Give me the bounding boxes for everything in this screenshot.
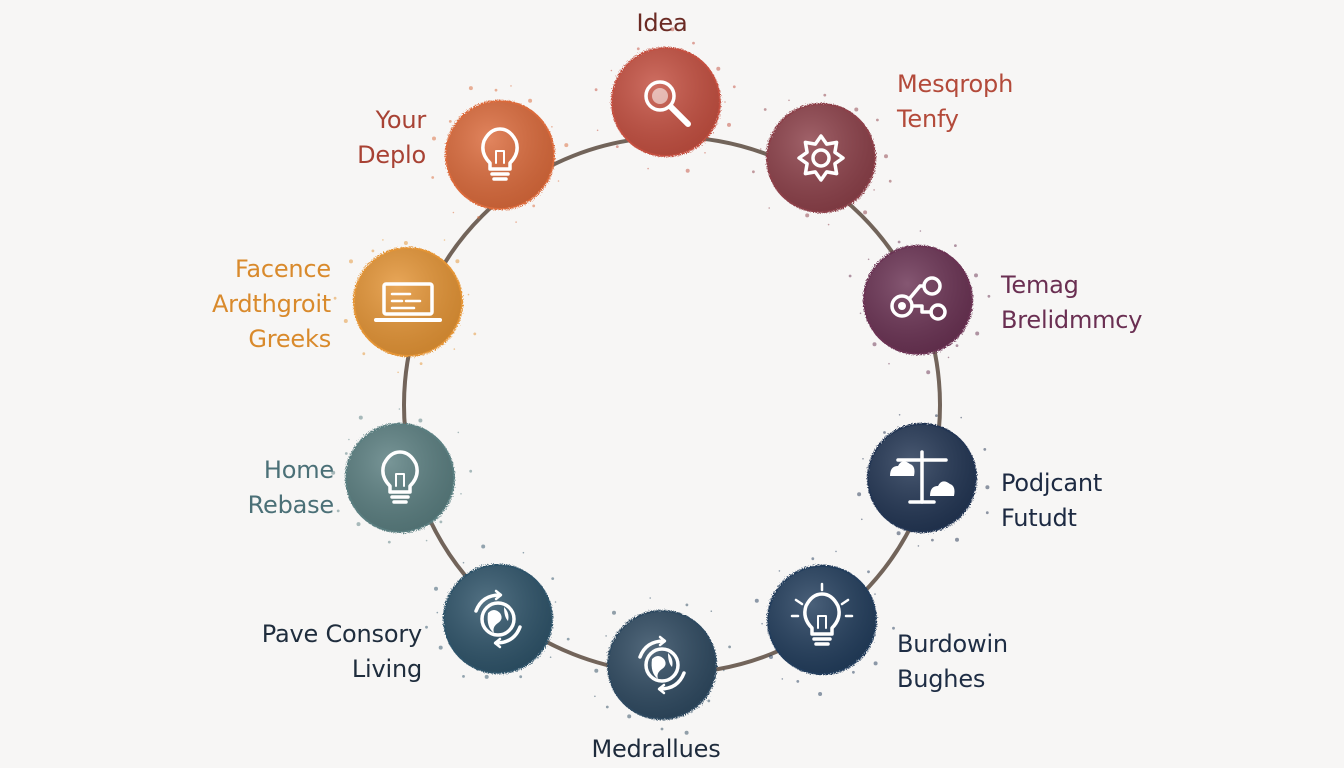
gears-network-icon: [890, 276, 947, 321]
laptop-icon: [374, 282, 442, 322]
node-home: [331, 408, 473, 544]
label-podjcant: Podjcant Futudt: [1001, 466, 1102, 536]
globe-arrows-icon: [638, 635, 686, 695]
label-pave-line-2: Living: [351, 655, 422, 683]
label-burdowin: Burdowin Bughes: [897, 627, 1008, 697]
label-facence-line-2: Ardthgroit: [211, 290, 331, 318]
node-mesaroph-splatter: [752, 93, 892, 226]
label-burdowin-line-1: Burdowin: [897, 630, 1008, 658]
node-podjcant-splatter: [857, 414, 990, 547]
label-pave: Pave Consory Living: [200, 617, 422, 687]
label-home-line-1: Home: [263, 456, 334, 484]
gear-icon: [797, 134, 845, 182]
magnifier-icon: [644, 80, 691, 127]
label-facence: Facence Ardthgroit Greeks: [150, 252, 331, 357]
lightbulb-icon: [481, 127, 519, 181]
node-your-splatter: [431, 85, 569, 223]
label-your-line-2: Deplo: [357, 141, 426, 169]
balance-scale-icon: [890, 450, 955, 504]
node-mesaroph: [752, 93, 892, 226]
label-facence-line-1: Facence: [234, 255, 331, 283]
node-your: [431, 85, 569, 223]
node-burdowin-shade: [769, 567, 875, 673]
lightbulb-icon: [381, 450, 419, 504]
node-pave-splatter: [425, 544, 570, 679]
lightbulb-glow-icon: [790, 582, 854, 646]
label-home: Home Rebase: [180, 453, 335, 523]
node-podjcant: [857, 414, 990, 547]
node-facence: [333, 239, 477, 374]
label-pave-line-1: Pave Consory: [261, 620, 422, 648]
node-idea-shade: [613, 49, 719, 155]
node-burdowin-splatter: [754, 550, 895, 696]
label-facence-line-3: Greeks: [248, 325, 331, 353]
node-medrallues-splatter: [594, 597, 731, 735]
label-idea: Idea: [612, 6, 712, 41]
label-medrallues-line-1: Medrallues: [591, 735, 721, 763]
label-burdowin-line-2: Bughes: [897, 665, 986, 693]
label-your-line-1: Your: [375, 106, 427, 134]
label-idea-line-1: Idea: [636, 9, 688, 37]
node-temag: [848, 230, 991, 375]
node-facence-splatter: [333, 239, 477, 374]
globe-cycle-icon: [474, 589, 522, 649]
node-burdowin: [754, 550, 895, 696]
label-mesaroph-line-2: Tenfy: [897, 105, 959, 133]
node-idea: [594, 27, 736, 173]
node-medrallues: [594, 597, 731, 735]
node-mesaroph-shade: [768, 105, 874, 211]
label-medrallues: Medrallues: [556, 732, 756, 767]
node-home-splatter: [331, 408, 473, 544]
label-mesaroph-line-1: Mesqroph: [897, 70, 1014, 98]
label-temag: Temag Brelidmmcy: [1001, 268, 1143, 338]
node-your-shade: [447, 102, 553, 208]
node-home-shade: [347, 425, 453, 531]
node-temag-shade: [865, 247, 971, 353]
node-temag-splatter: [848, 230, 991, 375]
label-podjcant-line-1: Podjcant: [1001, 469, 1103, 497]
node-idea-splatter: [594, 27, 736, 173]
node-pave: [425, 544, 570, 679]
label-podjcant-line-2: Futudt: [1001, 504, 1077, 532]
label-temag-line-1: Temag: [1001, 271, 1079, 299]
label-your: Your Deplo: [300, 103, 426, 173]
label-mesaroph: Mesqroph Tenfy: [897, 67, 1013, 137]
label-temag-line-2: Brelidmmcy: [1001, 306, 1143, 334]
label-home-line-2: Rebase: [247, 491, 335, 519]
